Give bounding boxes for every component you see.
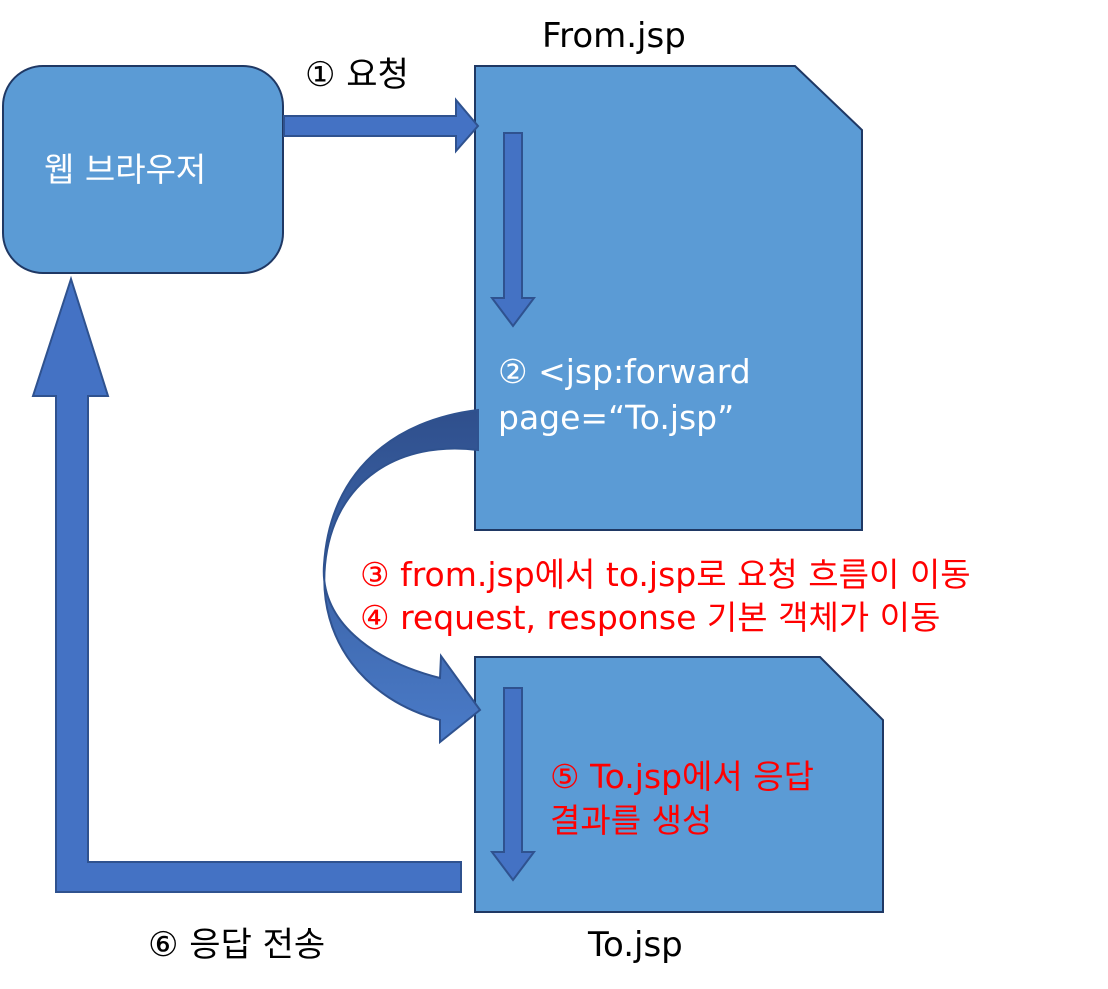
response-generate-line2: 결과를 생성 bbox=[550, 801, 713, 840]
forward-curved-arrow bbox=[322, 408, 482, 745]
to-internal-down-arrow bbox=[490, 687, 536, 882]
response-send-step-label: ⑥ 응답 전송 bbox=[148, 925, 326, 965]
response-generate-line1: ⑤ To.jsp에서 응답 bbox=[550, 757, 814, 796]
from-jsp-title: From.jsp bbox=[542, 16, 686, 56]
objects-move-step-label: ④ request, response 기본 객체가 이동 bbox=[360, 598, 941, 637]
forward-tag-line2: page=“To.jsp” bbox=[498, 398, 735, 437]
flow-move-step-label: ③ from.jsp에서 to.jsp로 요청 흐름이 이동 bbox=[360, 555, 971, 594]
to-jsp-page bbox=[474, 656, 884, 913]
response-return-arrow bbox=[31, 275, 462, 893]
request-step-label: ① 요청 bbox=[305, 55, 409, 95]
browser-box bbox=[2, 65, 284, 274]
request-arrow bbox=[283, 97, 480, 154]
forward-tag-line1: ② <jsp:forward bbox=[498, 352, 751, 391]
from-internal-down-arrow bbox=[490, 132, 536, 328]
to-jsp-title: To.jsp bbox=[588, 925, 683, 965]
browser-label: 웹 브라우저 bbox=[44, 150, 207, 189]
from-jsp-page bbox=[474, 65, 863, 531]
